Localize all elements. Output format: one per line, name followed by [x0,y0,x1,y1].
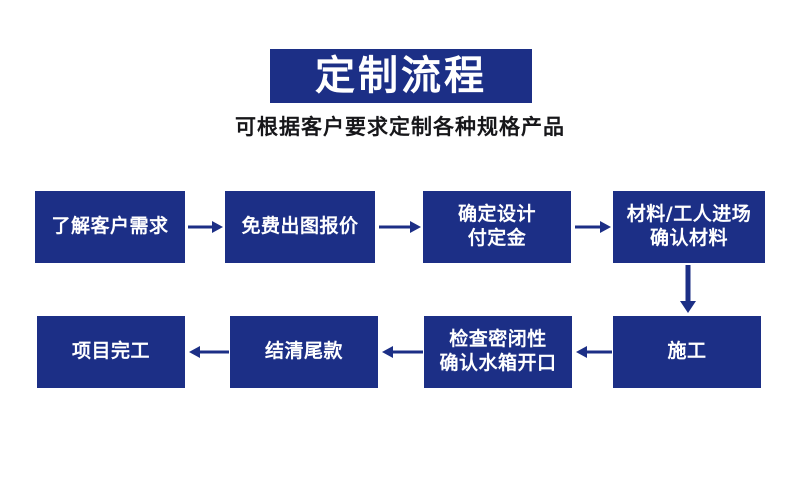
flow-node-step-7[interactable]: 结清尾款 [230,316,378,388]
flow-node-step-8[interactable]: 项目完工 [37,316,185,388]
flow-node-label: 项目完工 [71,340,150,363]
arrow-left-icon [188,341,229,363]
flow-node-step-2[interactable]: 免费出图报价 [225,191,375,263]
flowchart-header: 定制流程 可根据客户要求定制各种规格产品 [0,0,800,150]
flow-node-step-6[interactable]: 检查密闭性 确认水箱开口 [424,316,572,388]
page-title: 定制流程 [315,53,487,99]
flow-node-step-5[interactable]: 施工 [613,316,761,388]
flow-node-step-4[interactable]: 材料/工人进场 确认材料 [613,191,765,263]
flow-node-label: 免费出图报价 [241,215,359,238]
flow-node-label: 确定设计 付定金 [457,203,536,249]
flow-node-step-3[interactable]: 确定设计 付定金 [423,191,571,263]
arrow-left-icon [575,341,612,363]
arrow-left-icon [381,341,423,363]
title-banner: 定制流程 [270,49,532,103]
page-subtitle: 可根据客户要求定制各种规格产品 [235,115,565,139]
flow-node-label: 施工 [667,340,707,363]
arrow-down-icon [673,265,703,314]
flow-node-label: 结清尾款 [264,340,343,363]
arrow-right-icon [379,216,422,238]
arrow-right-icon [188,216,224,238]
flow-node-label: 材料/工人进场 确认材料 [626,203,752,249]
flow-node-label: 了解客户需求 [51,215,169,238]
flow-node-step-1[interactable]: 了解客户需求 [35,191,185,263]
flow-node-label: 检查密闭性 确认水箱开口 [439,328,557,374]
arrow-right-icon [575,216,612,238]
